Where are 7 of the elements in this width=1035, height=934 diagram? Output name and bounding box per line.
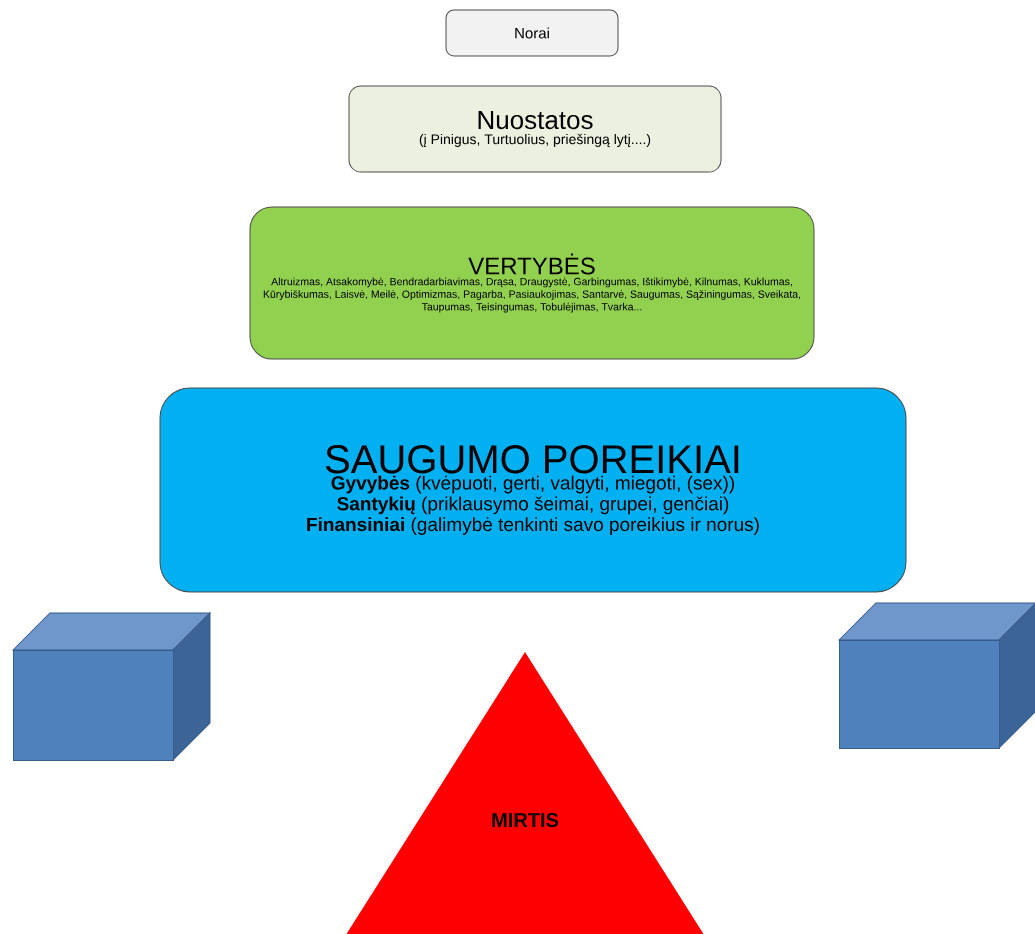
attitudes-box: Nuostatos (į Pinigus, Turtuolius, priešingą lytį....)	[348, 85, 722, 173]
wish-box: Norai	[445, 9, 619, 57]
needs-box: SAUGUMO POREIKIAI Gyvybės (kvėpuoti, gerti, valgyti, miegoti, (sex)) Santykių (priklausymo šeimai, grupei, genčiai) Finansiniai (galimybė tenkinti savo poreikius ir norus)	[159, 387, 907, 593]
cube	[838, 602, 1035, 749]
cube	[12, 612, 211, 761]
values-box: VERTYBĖS Altruizmas, Atsakomybė, Bendradarbiavimas, Drąsa, Draugystė, Garbingumas, Ištikimybė, Kilnumas, Kuklumas, Kūrybiškumas, Laisvė, Meilė, Optimizmas, Pagarba, Pasiaukojimas, Santarvė, Saugumas, Sąžiningumas, Sveikata, Taupumas, Teisingumas, Tobulėjimas, Tvarka...	[249, 206, 815, 360]
triangle: MIRTIS	[330, 652, 720, 934]
